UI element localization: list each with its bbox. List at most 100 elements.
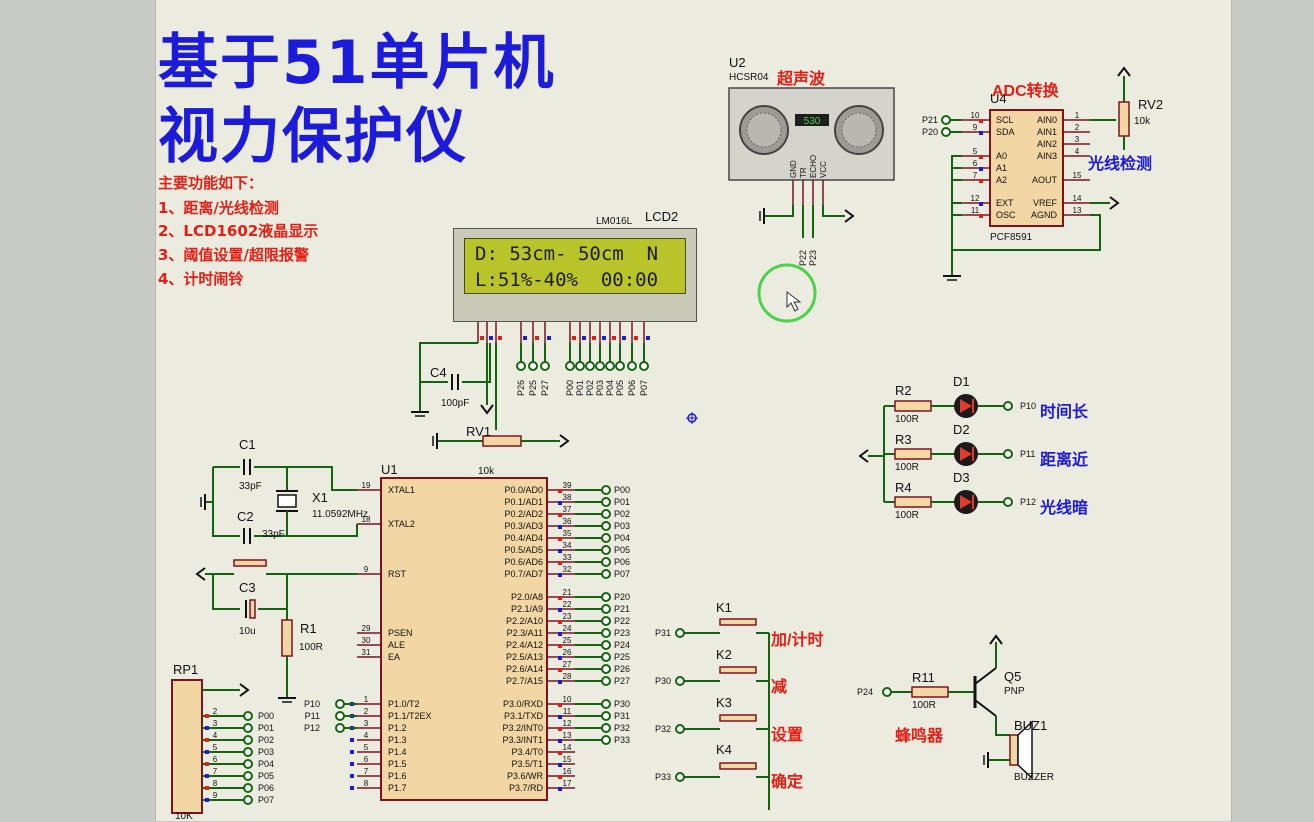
mcu-pin-number: 28 [563, 672, 572, 681]
adc-pin-number: 12 [971, 194, 980, 203]
pin-marker [489, 336, 493, 340]
r1-ref: R1 [300, 621, 317, 636]
pin-marker [558, 573, 562, 577]
ultrasonic-part: HCSR04 [729, 72, 769, 83]
pin-marker [558, 727, 562, 731]
key1-label: 加/计时 [771, 632, 824, 649]
mcu-pin-name: P1.2 [388, 723, 407, 733]
mcu-pin-number: 29 [362, 624, 371, 633]
title-line1: 基于51单片机 [158, 28, 556, 98]
mcu-pin-number: 19 [362, 481, 371, 490]
net-terminal [1003, 497, 1013, 507]
mcu-pin-number: 23 [563, 612, 572, 621]
lcd-net-label: P27 [540, 380, 550, 396]
net-terminal [601, 652, 611, 662]
pin-marker [592, 336, 596, 340]
feature-item-1: 1、距离/光线检测 [158, 199, 279, 217]
net-terminal [675, 772, 685, 782]
lcd-net-label: P25 [528, 380, 538, 396]
pin-marker [558, 525, 562, 529]
mcu-pin-name: P1.5 [388, 759, 407, 769]
key1-net-label: P31 [655, 628, 671, 638]
mcu-body [380, 477, 548, 801]
pin-marker [350, 774, 354, 778]
pin-marker [979, 214, 983, 218]
mcu-net-label: P02 [614, 509, 630, 519]
mcu-net-label: P33 [614, 735, 630, 745]
mcu-pin-number: 5 [364, 743, 369, 752]
adc-pin-number: 15 [1073, 171, 1082, 180]
led3-label: 光线暗 [1040, 500, 1089, 517]
pin-marker [205, 774, 209, 778]
rp1-pin-number: 5 [213, 743, 218, 752]
mcu-pin-name: P1.7 [388, 783, 407, 793]
rp1-ref: RP1 [173, 662, 199, 677]
pin-marker [535, 336, 539, 340]
lcd-module[interactable]: D: 53cm- 50cm N L:51%-40% 00:00 [453, 228, 697, 322]
net-terminal [601, 485, 611, 495]
adc-pin-name: AIN1 [1037, 127, 1057, 137]
wire [419, 342, 478, 404]
pin-marker [572, 336, 576, 340]
rp1-value: 10K [175, 811, 193, 822]
mcu-pin-name: P3.5/T1 [511, 759, 543, 769]
crystal-x1 [277, 494, 297, 508]
adc-pin-number: 7 [973, 171, 978, 180]
pin-marker [205, 786, 209, 790]
mcu-pin-number: 22 [563, 600, 572, 609]
adc-pin-name: A2 [996, 175, 1007, 185]
key2-net-label: P30 [655, 676, 671, 686]
led2-ref: D2 [953, 422, 970, 437]
wire [952, 214, 1101, 251]
mcu-net-label: P06 [614, 557, 630, 567]
net-terminal [335, 711, 345, 721]
wire [462, 343, 491, 383]
mcu-pin-name: P2.3/A11 [507, 628, 543, 638]
feature-item-3: 3、阈值设置/超限报警 [158, 246, 309, 264]
wire [822, 205, 845, 217]
adc-vref-arrow [1109, 196, 1120, 210]
adc-pin-name: OSC [996, 210, 1016, 220]
mcu-pin-number: 37 [563, 505, 572, 514]
mcu-pin-number: 31 [362, 648, 371, 657]
net-terminal [601, 533, 611, 543]
mcu-pin-name: P1.6 [388, 771, 407, 781]
mcu-pin-number: 15 [563, 755, 572, 764]
net-terminal [243, 711, 253, 721]
pin-marker [558, 763, 562, 767]
rp1-pin-number: 8 [213, 779, 218, 788]
pin-marker [205, 714, 209, 718]
mcu-pin-name: P3.4/T0 [511, 747, 543, 757]
mcu-pin-number: 24 [563, 624, 572, 633]
mcu-pin-name: P0.1/AD1 [504, 497, 543, 507]
mcu-net-label: P11 [305, 711, 320, 721]
rp1-net-label: P06 [258, 783, 274, 793]
rp1-net-label: P07 [258, 795, 274, 805]
key4-ref: K4 [716, 742, 732, 757]
net-terminal [540, 361, 550, 371]
net-terminal [528, 361, 538, 371]
mcu-pin-name: P0.5/AD5 [504, 545, 543, 555]
net-terminal [675, 724, 685, 734]
pin-marker [582, 336, 586, 340]
key4-label: 确定 [771, 774, 804, 791]
pot-value: 10k [1134, 116, 1151, 127]
pin-marker [979, 179, 983, 183]
mcu-pin-number: 33 [563, 553, 572, 562]
key3-ref: K3 [716, 695, 732, 710]
mcu-pin-number: 26 [563, 648, 572, 657]
mcu-net-label: P26 [614, 664, 630, 674]
net-terminal [243, 783, 253, 793]
ultrasonic-pin-name: VCC [819, 161, 828, 178]
r1-value: 100R [299, 642, 323, 653]
net-terminal [601, 640, 611, 650]
mcu-pin-name: EA [388, 652, 400, 662]
net-terminal [601, 628, 611, 638]
r1-resistor [281, 619, 293, 657]
mcu-pin-name: P3.2/INT0 [502, 723, 543, 733]
rp1-pin-number: 4 [213, 731, 218, 740]
mcu-pin-name: P1.1/T2EX [388, 711, 432, 721]
mcu-pin-number: 25 [563, 636, 572, 645]
rp1-pin-number: 2 [213, 707, 218, 716]
adc-pin-number: 3 [1075, 135, 1080, 144]
